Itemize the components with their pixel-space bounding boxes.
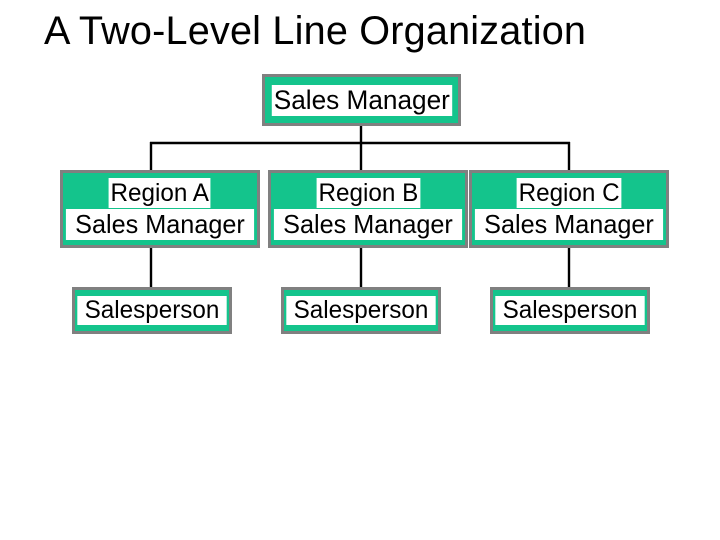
- org-node-label: Sales Manager: [271, 84, 452, 116]
- org-node-label-line-2: Sales Manager: [65, 209, 255, 240]
- org-node-label: Salesperson: [495, 296, 645, 325]
- org-node-region-a[interactable]: Region A Sales Manager: [60, 170, 260, 248]
- org-node-label: Salesperson: [286, 296, 436, 325]
- page-title: A Two-Level Line Organization: [44, 9, 587, 53]
- org-node-label-line-1: Region A: [108, 178, 212, 208]
- org-node-region-b[interactable]: Region B Sales Manager: [268, 170, 468, 248]
- org-node-label-line-1: Region C: [516, 178, 622, 208]
- org-node-salesperson-b[interactable]: Salesperson: [281, 287, 441, 334]
- org-node-label-line-1: Region B: [316, 178, 420, 208]
- org-node-label-line-2: Sales Manager: [273, 209, 463, 240]
- org-node-sales-manager[interactable]: Sales Manager: [262, 74, 461, 126]
- org-node-region-c[interactable]: Region C Sales Manager: [469, 170, 669, 248]
- org-node-label-line-2: Sales Manager: [474, 209, 664, 240]
- org-node-salesperson-c[interactable]: Salesperson: [490, 287, 650, 334]
- org-node-label: Salesperson: [77, 296, 227, 325]
- org-node-salesperson-a[interactable]: Salesperson: [72, 287, 232, 334]
